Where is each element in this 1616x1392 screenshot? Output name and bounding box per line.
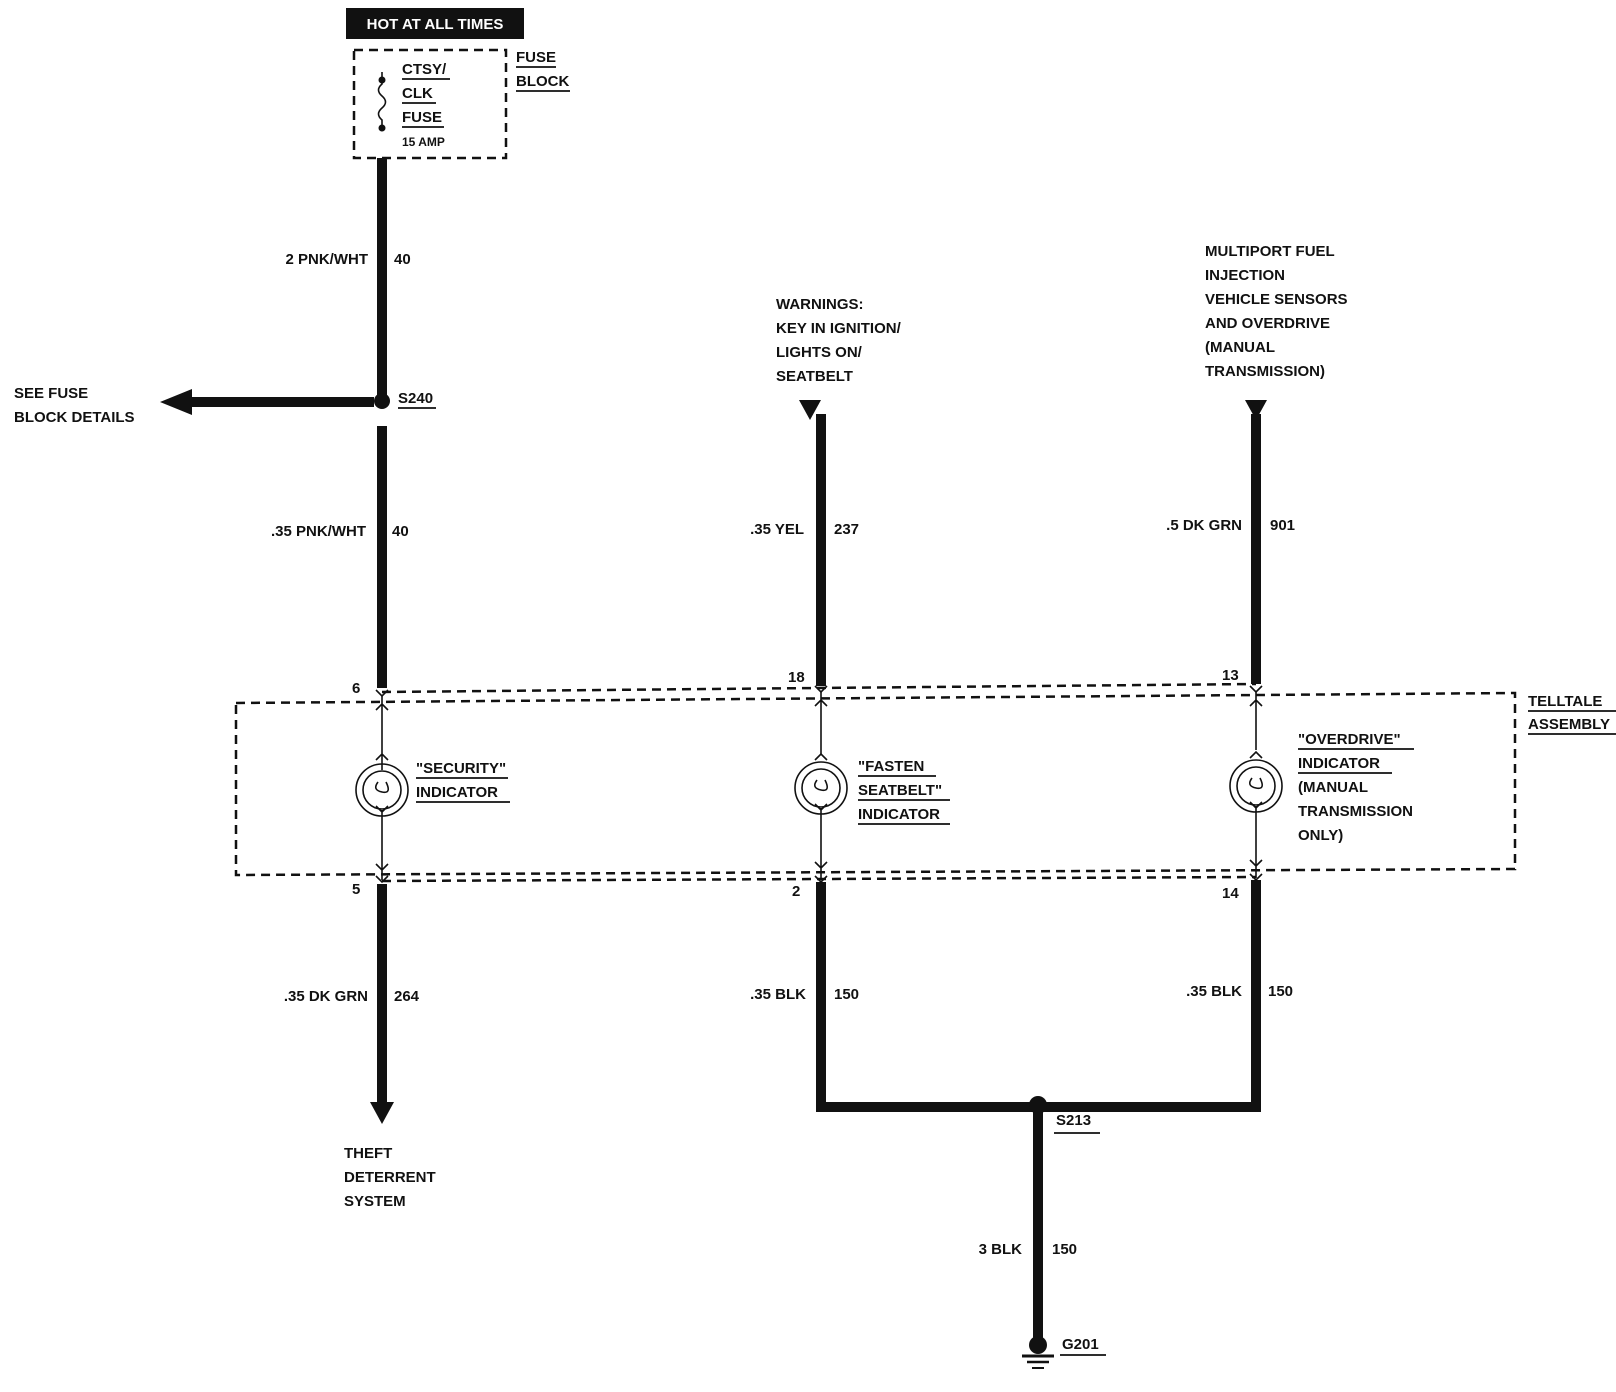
security-indicator-line-1: "SECURITY" [416, 760, 506, 777]
warnings-line-4: SEATBELT [776, 368, 853, 385]
fuse-block: CTSY/ CLK FUSE 15 AMP FUSE BLOCK [352, 48, 570, 160]
splice-s213: S213 [1029, 1096, 1100, 1134]
wire-mpfi-gauge: .5 DK GRN [1166, 517, 1242, 534]
wire-theft-gauge: .35 DK GRN [284, 988, 368, 1005]
wire-seatbelt-ground-circuit: 150 [834, 986, 859, 1003]
pin-security-out: 5 [352, 881, 360, 898]
pin-seatbelt-in: 18 [788, 669, 805, 686]
see-fuse-arrow [160, 389, 192, 415]
warnings-arrow [799, 400, 821, 420]
overdrive-bulb [1229, 685, 1283, 882]
seatbelt-bulb [794, 685, 848, 884]
wire-main-mid-gauge: .35 PNK/WHT [271, 523, 366, 540]
splice-s213-label: S213 [1056, 1112, 1091, 1129]
overdrive-indicator-line-2: INDICATOR [1298, 755, 1380, 772]
wire-warnings-gauge: .35 YEL [750, 521, 804, 538]
telltale-line-1: TELLTALE [1528, 693, 1602, 710]
wire-main-ground-circuit: 150 [1052, 1241, 1077, 1258]
wire-mpfi-circuit: 901 [1270, 517, 1295, 534]
seatbelt-indicator-line-1: "FASTEN [858, 758, 924, 775]
theft-line-3: SYSTEM [344, 1193, 406, 1210]
fuse-name-line-1: CTSY/ [402, 61, 447, 78]
overdrive-indicator-line-1: "OVERDRIVE" [1298, 731, 1401, 748]
hot-label: HOT AT ALL TIMES [367, 16, 504, 33]
telltale-line-2: ASSEMBLY [1528, 716, 1610, 733]
pin-overdrive-out: 14 [1222, 885, 1239, 902]
seatbelt-indicator-line-3: INDICATOR [858, 806, 940, 823]
wire-main-top-circuit: 40 [394, 251, 411, 268]
warnings-line-1: WARNINGS: [776, 296, 864, 313]
wire-warnings-circuit: 237 [834, 521, 859, 538]
wire-main-mid-circuit: 40 [392, 523, 409, 540]
warnings-line-3: LIGHTS ON/ [776, 344, 863, 361]
see-fuse-line-2: BLOCK DETAILS [14, 409, 135, 426]
seatbelt-indicator-line-2: SEATBELT" [858, 782, 942, 799]
fuse-block-label-line-2: BLOCK [516, 73, 569, 90]
theft-line-1: THEFT [344, 1145, 392, 1162]
overdrive-indicator-line-4: TRANSMISSION [1298, 803, 1413, 820]
pin-security-in: 6 [352, 680, 360, 697]
ground-label: G201 [1062, 1336, 1099, 1353]
wire-theft-circuit: 264 [394, 988, 420, 1005]
security-indicator-line-2: INDICATOR [416, 784, 498, 801]
fuse-symbol [377, 72, 387, 128]
wire-seatbelt-ground-gauge: .35 BLK [750, 986, 806, 1003]
security-bulb [355, 689, 409, 884]
mpfi-line-4: AND OVERDRIVE [1205, 315, 1330, 332]
wire-overdrive-ground-gauge: .35 BLK [1186, 983, 1242, 1000]
fuse-block-label-line-1: FUSE [516, 49, 556, 66]
wire-overdrive-ground-circuit: 150 [1268, 983, 1293, 1000]
fuse-name-line-3: FUSE [402, 109, 442, 126]
splice-s240-label: S240 [398, 390, 433, 407]
mpfi-line-3: VEHICLE SENSORS [1205, 291, 1348, 308]
warnings-line-2: KEY IN IGNITION/ [776, 320, 902, 337]
fuse-name-line-2: CLK [402, 85, 433, 102]
wire-main-ground-gauge: 3 BLK [979, 1241, 1023, 1258]
mpfi-arrow [1245, 400, 1267, 420]
see-fuse-line-1: SEE FUSE [14, 385, 88, 402]
overdrive-indicator-line-5: ONLY) [1298, 827, 1343, 844]
ground-symbol: G201 [1022, 1336, 1106, 1369]
overdrive-indicator-line-3: (MANUAL [1298, 779, 1368, 796]
splice-s240: S240 [374, 390, 436, 409]
wire-main-top-gauge: 2 PNK/WHT [286, 251, 369, 268]
mpfi-line-2: INJECTION [1205, 267, 1285, 284]
mpfi-line-5: (MANUAL [1205, 339, 1275, 356]
mpfi-line-6: TRANSMISSION) [1205, 363, 1325, 380]
theft-arrow [370, 1102, 394, 1124]
fuse-rating: 15 AMP [402, 135, 445, 149]
theft-line-2: DETERRENT [344, 1169, 436, 1186]
pin-seatbelt-out: 2 [792, 883, 800, 900]
hot-at-all-times-banner: HOT AT ALL TIMES [346, 8, 524, 39]
pin-overdrive-in: 13 [1222, 667, 1239, 684]
mpfi-line-1: MULTIPORT FUEL [1205, 243, 1335, 260]
